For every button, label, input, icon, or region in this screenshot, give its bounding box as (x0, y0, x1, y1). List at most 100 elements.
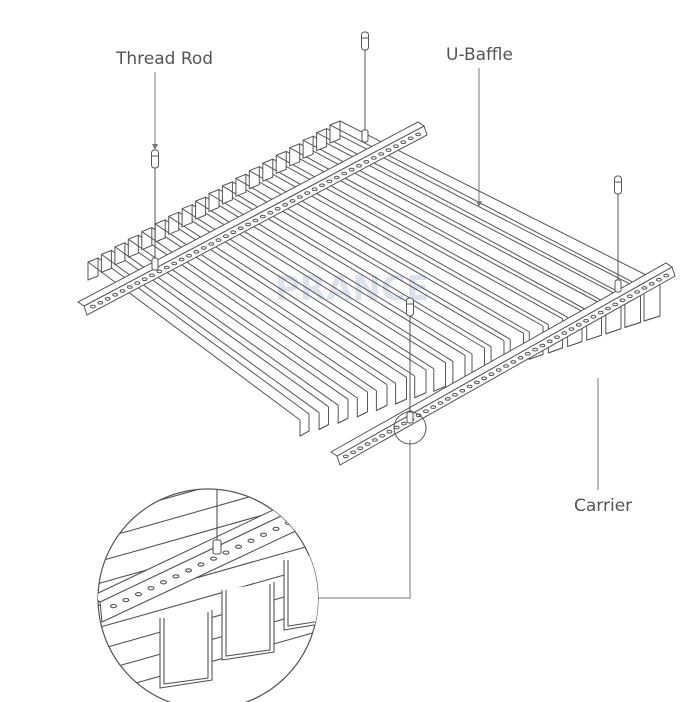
carrier-hole (97, 300, 104, 305)
carrier-hole (215, 238, 222, 242)
zoom-baffle-line (98, 489, 318, 543)
carrier-hole (311, 187, 318, 191)
zoom-carrier-hole (259, 532, 268, 537)
baffle-bottom-edge (529, 353, 544, 360)
zoom-carrier-hole (172, 574, 180, 579)
thread-rod (361, 31, 369, 143)
carrier-hole (400, 140, 407, 144)
baffle-back-face (127, 234, 139, 258)
carrier-hole (237, 226, 244, 231)
carrier-hole (488, 372, 495, 377)
carrier-hole (357, 446, 364, 451)
baffle-back-face (100, 249, 112, 274)
carrier-hole (370, 156, 377, 160)
carrier-hole (459, 388, 466, 393)
carrier-hole (274, 207, 281, 211)
zoom-baffle-inner (163, 612, 209, 685)
baffle-front-profile (337, 399, 349, 425)
baffle-back-face (262, 158, 274, 182)
thread-rod-arrow (152, 144, 158, 150)
carrier-hole (267, 210, 274, 215)
carrier-hole (119, 289, 126, 293)
carrier-hole (452, 393, 458, 397)
zoom-carrier-hole (109, 603, 118, 609)
carrier-hole (104, 297, 111, 301)
zoom-carrier-hole (122, 597, 130, 603)
carrier-hole (289, 199, 296, 203)
carrier-rails (77, 121, 676, 466)
carrier-hole (363, 160, 370, 164)
carrier-top-flange (330, 262, 673, 457)
baffle-back-face (248, 165, 260, 190)
zoom-carrier-hole (234, 544, 243, 549)
carrier-hole (648, 282, 655, 286)
rod-hanger-clip (151, 257, 159, 271)
carrier-hole (386, 429, 393, 434)
carrier-hole (481, 376, 488, 381)
thread-rod-label: Thread Rod (115, 49, 213, 69)
carrier-hole (385, 148, 392, 152)
carrier-hole (495, 368, 502, 372)
carrier-hole (503, 364, 509, 368)
carrier-hole (626, 294, 633, 299)
carrier-hole (356, 163, 362, 168)
baffle-back-face (208, 188, 220, 213)
carrier-hole (245, 222, 252, 227)
baffle-front-profile (299, 414, 310, 437)
carrier-hole (200, 246, 207, 250)
thread-rods (151, 31, 622, 424)
zoom-carrier-hole (159, 580, 168, 585)
carrier-hole (539, 343, 546, 348)
zoom-carrier-hole (222, 550, 230, 555)
detail-leader (300, 440, 411, 599)
carrier-hole (163, 265, 170, 270)
zoom-rod-clip (212, 539, 222, 555)
carrier-hole (178, 257, 185, 262)
baffle-back-face (329, 120, 341, 144)
baffle-back-face (141, 226, 153, 251)
callout-leaders (152, 68, 599, 599)
carrier-hole (590, 314, 597, 319)
carrier-hole (393, 425, 400, 430)
baffle-bottom-edge (643, 315, 661, 322)
carrier-hole (568, 327, 575, 331)
carrier-hole (474, 380, 480, 385)
carrier-hole (326, 179, 333, 184)
carrier-hole (663, 273, 670, 278)
carrier-hole (423, 409, 429, 414)
thread-rod (614, 175, 622, 293)
carrier-hole (193, 250, 200, 254)
carrier-hole (466, 384, 473, 389)
carrier-hole (430, 405, 437, 409)
baffle-back-face (302, 135, 314, 159)
carrier-hole (444, 397, 451, 401)
carrier-hole (342, 454, 349, 459)
zoom-baffle-profile (159, 610, 213, 689)
u-baffle-arrow (476, 201, 482, 207)
rod-hanger-clip (361, 129, 369, 143)
baffle-bottom-edge (567, 341, 583, 348)
zoom-carrier-hole (209, 556, 218, 561)
carrier-hole (156, 269, 163, 274)
carrier-hole (619, 298, 626, 303)
baffle-back-face (235, 173, 247, 198)
carrier-hole (348, 167, 355, 172)
carrier-hole (612, 302, 619, 307)
baffle-back-face (87, 257, 99, 281)
zoom-carrier-hole (272, 526, 280, 532)
carrier-rail (77, 121, 428, 316)
carrier-hole (641, 286, 648, 290)
carrier-hole (112, 293, 118, 297)
baffle-bottom-edge (548, 347, 563, 354)
u-baffle (100, 249, 329, 431)
carrier-hole (597, 310, 604, 315)
carrier-hole (319, 183, 325, 188)
carrier-hole (393, 144, 399, 148)
carrier-hole (532, 347, 538, 352)
junction-highlight (393, 411, 427, 445)
thread-rod (151, 149, 159, 271)
detail-zoom (97, 488, 319, 702)
zoom-baffle-inner (287, 554, 318, 627)
carrier-hole (282, 203, 289, 207)
rod-top-nut (361, 31, 369, 51)
